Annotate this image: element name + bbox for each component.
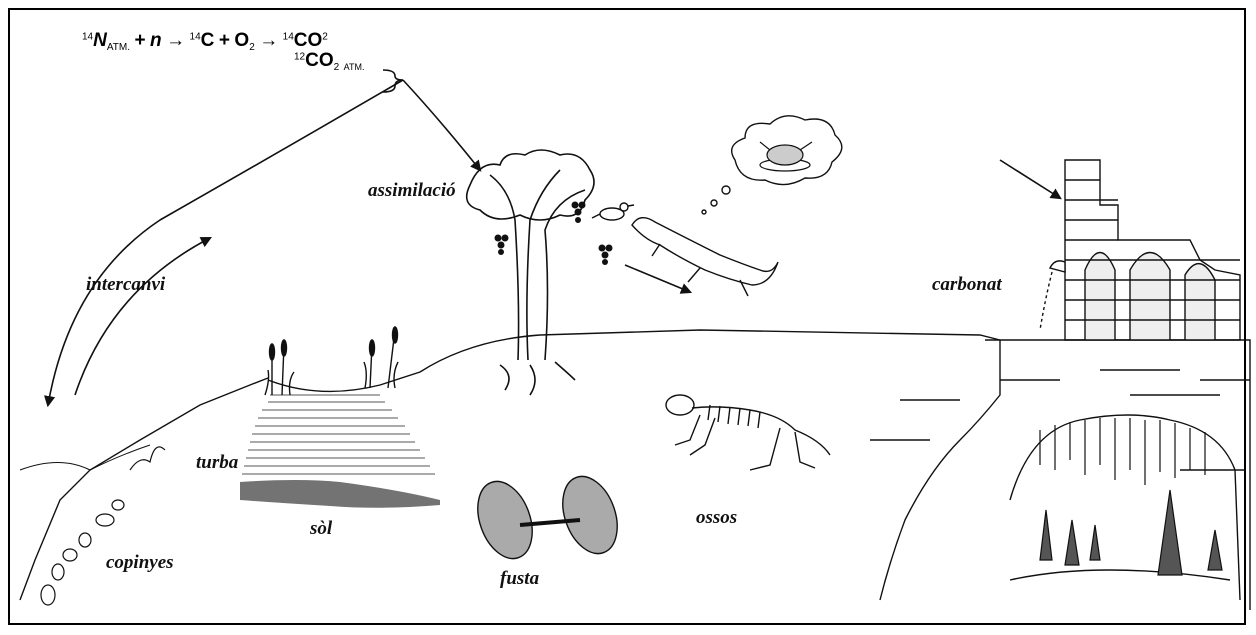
skeleton-icon	[666, 395, 830, 470]
grapes-icon	[495, 202, 613, 266]
wooden-wheel-icon	[468, 469, 627, 566]
tree-icon	[467, 150, 594, 395]
fox-icon	[632, 218, 778, 296]
label-assimilacio: assimilació	[368, 180, 456, 202]
co2-14-sub: 2	[322, 32, 328, 43]
co2-12-sub: 2	[334, 62, 340, 73]
exchange-up-arrow	[75, 238, 210, 395]
ruined-wall-icon	[1065, 160, 1240, 340]
c14-mass: 14	[190, 32, 201, 43]
exchange-arc	[48, 80, 403, 405]
cave-icon	[870, 340, 1250, 610]
label-ossos: ossos	[696, 507, 737, 529]
n14-mass: 14	[82, 32, 93, 43]
co2-12-mass: 12	[294, 52, 305, 63]
neutron-symbol: n	[150, 30, 162, 51]
nitrogen-symbol: N	[93, 30, 107, 51]
carbonate-arrow	[1000, 160, 1060, 198]
co2-14-mass: 14	[283, 32, 294, 43]
oxygen-symbol: O	[234, 30, 249, 51]
fox-arrow	[625, 265, 690, 292]
co2-12-atm: ATM.	[344, 62, 365, 72]
carbon-symbol: C	[201, 30, 215, 51]
stalagmites-icon	[1040, 490, 1222, 575]
label-turba: turba	[196, 452, 238, 474]
nitrogen-atm: ATM.	[107, 42, 130, 53]
co2-12: CO	[305, 50, 334, 71]
oxygen-sub: 2	[249, 42, 255, 53]
co2-14: CO	[294, 30, 323, 51]
label-sol: sòl	[310, 518, 332, 540]
label-carbonat: carbonat	[932, 274, 1002, 296]
marsh-water-icon	[242, 395, 435, 474]
shells-icon	[41, 447, 165, 605]
bird-icon	[592, 203, 634, 220]
label-intercanvi: intercanvi	[86, 274, 165, 296]
soil-layer	[240, 480, 440, 508]
plus-sign-2: +	[219, 30, 230, 51]
label-fusta: fusta	[500, 568, 539, 590]
gargoyle-icon	[1040, 261, 1065, 330]
assimilation-arrow	[403, 80, 480, 170]
arrow-2: →	[259, 30, 278, 51]
label-copinyes: copinyes	[106, 552, 174, 574]
stalactites-icon	[1040, 418, 1205, 485]
plus-sign-1: +	[134, 30, 145, 51]
sea-shore	[20, 445, 150, 470]
arrow-1: →	[166, 30, 185, 51]
